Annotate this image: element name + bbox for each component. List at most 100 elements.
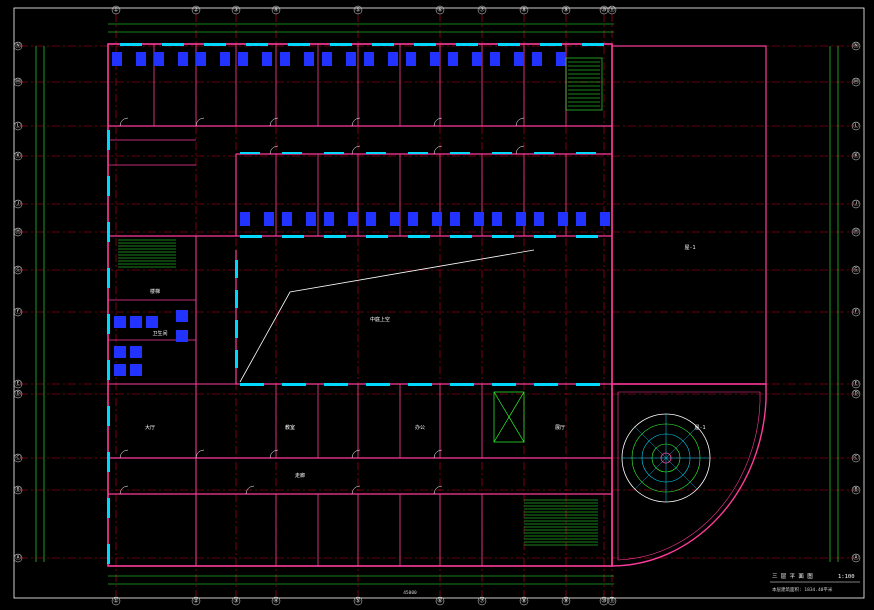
grid-bubble (191, 596, 201, 606)
window (235, 320, 238, 338)
furniture (238, 52, 248, 66)
grid-bubble (851, 389, 861, 399)
room-label-hall-2: 展厅 (555, 425, 565, 431)
window (107, 544, 110, 564)
grid-bubble (13, 151, 23, 161)
grid-bubble (13, 307, 23, 317)
furniture (304, 52, 314, 66)
furniture (534, 212, 544, 226)
door-swing (351, 485, 361, 495)
grid-bubble (13, 199, 23, 209)
window (107, 176, 110, 196)
door-swing (195, 117, 205, 127)
window (282, 383, 306, 386)
grid-row-label: Ⓙ (853, 200, 859, 208)
window (204, 43, 226, 46)
room-label-roof-1: 屋-1 (684, 245, 695, 251)
window (534, 383, 558, 386)
window (414, 43, 436, 46)
window (162, 43, 184, 46)
room-labels: 中庭上空 大厅 展厅 屋-1 屋-1 教室 办公 楼梯 卫生间 走廊 (145, 245, 706, 479)
grid-column-label: ⑥ (437, 598, 442, 605)
furniture (282, 212, 292, 226)
window (107, 130, 110, 150)
drawing-scale: 1:100 (838, 574, 855, 580)
circular-atrium-feature (621, 413, 711, 503)
grid-column-label: ⑩ (601, 7, 606, 14)
grid-row-label: Ⓙ (15, 200, 21, 208)
grid-bubble (435, 596, 445, 606)
grid-column-label: ③ (233, 598, 238, 605)
furniture (130, 316, 142, 328)
window (408, 152, 428, 154)
room-label-corridor: 走廊 (295, 472, 305, 479)
building-outline (107, 43, 613, 567)
window (324, 152, 344, 154)
furniture-blocks (112, 52, 610, 376)
door-swing (433, 485, 443, 495)
window (450, 235, 472, 238)
window (534, 152, 554, 154)
window (288, 43, 310, 46)
elevator-shaft (493, 391, 525, 443)
furniture (558, 212, 568, 226)
grid-row-label: Ⓝ (15, 42, 21, 50)
window (576, 152, 596, 154)
grid-row-label: Ⓛ (15, 122, 21, 130)
atrium-opening (239, 249, 535, 383)
grid-bubble (851, 121, 861, 131)
grid-bubble (477, 5, 487, 15)
window (330, 43, 352, 46)
grid-column-label: ⑥ (437, 7, 442, 14)
window (366, 235, 388, 238)
door-swing (433, 145, 443, 155)
grid-bubble (353, 5, 363, 15)
window (235, 290, 238, 308)
dimension-lines (35, 23, 839, 585)
window (235, 260, 238, 278)
door-swing (351, 117, 361, 127)
furniture (176, 330, 188, 342)
room-label-classroom: 教室 (285, 424, 295, 431)
furniture (448, 52, 458, 66)
grid-row-label: Ⓐ (15, 554, 21, 562)
grid-bubble (851, 151, 861, 161)
grid-column-label: ② (193, 7, 198, 14)
grid-row-label: Ⓔ (15, 380, 21, 388)
grid-bubble (435, 5, 445, 15)
window (456, 43, 478, 46)
furniture (114, 316, 126, 328)
grid-column-label: ① (113, 598, 118, 605)
furniture (240, 212, 250, 226)
grid-row-label: Ⓕ (853, 308, 859, 316)
bottom-dimension-label: 45000 (403, 590, 417, 596)
grid-column-label: ⑧ (521, 598, 526, 605)
door-swing (269, 449, 279, 459)
door-swing (515, 117, 525, 127)
furniture (364, 52, 374, 66)
window (107, 268, 110, 288)
window (235, 350, 238, 368)
grid-bubble (851, 227, 861, 237)
grid-bubble (561, 596, 571, 606)
furniture (514, 52, 524, 66)
window (450, 383, 474, 386)
furniture (432, 212, 442, 226)
furniture (474, 212, 484, 226)
grid-bubble (13, 265, 23, 275)
furniture (516, 212, 526, 226)
window (408, 235, 430, 238)
grid-column-label: ⑧ (521, 7, 526, 14)
grid-bubble (271, 596, 281, 606)
window (576, 235, 598, 238)
grid-bubble (13, 389, 23, 399)
window (366, 383, 390, 386)
furniture (492, 212, 502, 226)
window (534, 235, 556, 238)
grid-bubble (561, 5, 571, 15)
grid-column-label: ⑨ (563, 7, 568, 14)
furniture (324, 212, 334, 226)
furniture (154, 52, 164, 66)
grid-row-label: Ⓜ (853, 78, 859, 86)
